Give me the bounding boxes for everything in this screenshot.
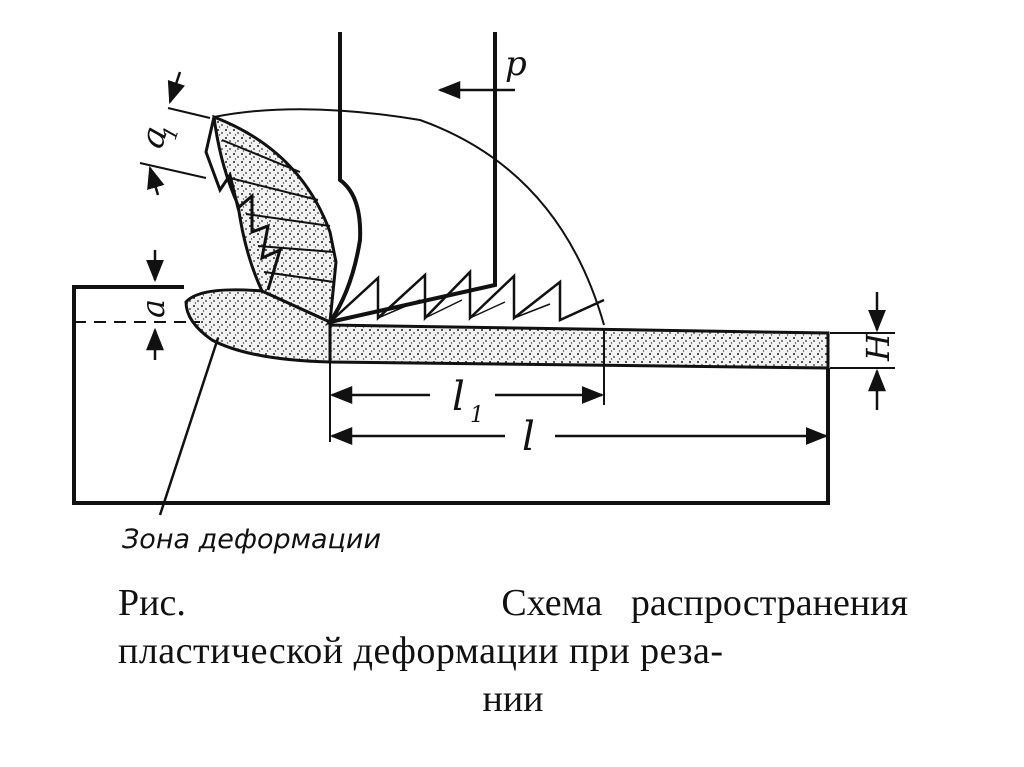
dimension-H: H <box>830 292 897 410</box>
label-a: a <box>134 299 172 318</box>
cut-layer <box>328 323 830 370</box>
caption-line1-rest: Схема распространения <box>501 582 908 624</box>
dimension-l: l <box>329 414 829 460</box>
chip <box>204 114 338 325</box>
label-H: H <box>859 332 897 362</box>
zone-label: Зона деформации <box>122 524 381 555</box>
caption-line-2: пластической деформации при реза- <box>118 630 724 672</box>
dimension-l1: l 1 <box>329 330 605 442</box>
cutting-deformation-diagram: p a 1 a l 1 l H Зо <box>72 32 897 555</box>
label-l: l <box>522 414 535 460</box>
cutting-tool <box>325 32 497 326</box>
shear-planes <box>329 268 605 323</box>
workpiece <box>72 285 830 505</box>
force-arrow: p <box>437 44 527 99</box>
caption-line-1: Рис. Схема распространения <box>118 580 908 626</box>
label-p: p <box>505 44 527 84</box>
deformation-boundary-arc <box>213 108 605 326</box>
label-l1-sub: 1 <box>470 403 484 428</box>
zone-leader: Зона деформации <box>122 337 381 555</box>
dimension-a: a <box>74 250 200 360</box>
caption-line-3: нии <box>482 678 544 720</box>
dimension-a1: a 1 <box>132 71 211 196</box>
deformation-zone <box>184 288 332 364</box>
caption-prefix: Рис. <box>118 582 186 624</box>
label-l1: l <box>452 374 465 420</box>
